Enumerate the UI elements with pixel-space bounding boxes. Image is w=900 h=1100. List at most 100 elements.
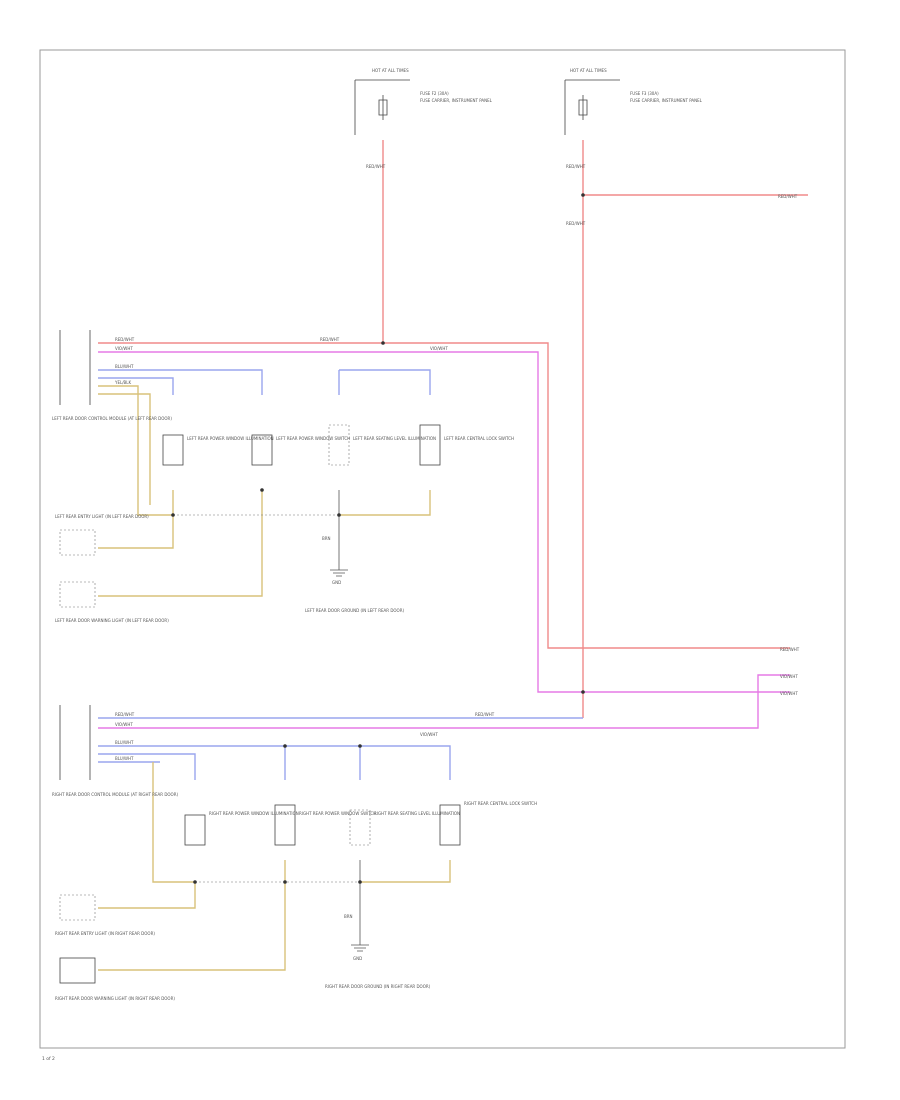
right-bus-blue-code-2: BLU/WHT (115, 756, 134, 761)
splice-dot (283, 744, 287, 748)
left-mid-pink-code: VIO/WHT (430, 346, 448, 351)
ground-right-symbol (351, 944, 369, 952)
wire-yellow-left-e (339, 490, 431, 516)
left-comp-4-box (419, 424, 441, 466)
right-ground-label: GND (353, 956, 362, 961)
left-comp-2: LEFT REAR POWER WINDOW SWITCH (276, 436, 350, 441)
fuse-left: HOT AT ALL TIMES FUSE F2 (30A) FUSE CARR… (354, 68, 493, 169)
left-entry-light: LEFT REAR ENTRY LIGHT (IN LEFT REAR DOOR… (55, 514, 149, 519)
fuse-right-wire-2: RED/WHT (566, 221, 586, 226)
right-ground-note: RIGHT REAR DOOR GROUND (IN RIGHT REAR DO… (325, 984, 431, 989)
wire-blue-left-1 (98, 369, 263, 395)
right-comp-4-box (439, 804, 461, 846)
right-bus-pink-code: VIO/WHT (115, 722, 133, 727)
left-components: LEFT REAR POWER WINDOW ILLUMINATION LEFT… (162, 424, 514, 585)
fuse-left-sub: FUSE CARRIER, INSTRUMENT PANEL (420, 98, 493, 103)
wire-pink-right (98, 674, 790, 729)
wire-yellow-right-c (98, 882, 196, 909)
left-comp-3-box (328, 424, 350, 466)
splice-dot (581, 690, 585, 694)
wire-blue-left-3 (339, 369, 431, 395)
right-comp-2: RIGHT REAR POWER WINDOW SWITCH (299, 811, 376, 816)
right-comp-4: RIGHT REAR CENTRAL LOCK SWITCH (464, 801, 537, 806)
fuse-right-name: FUSE F3 (30A) (630, 91, 659, 96)
wire-red-left-bus (98, 342, 790, 649)
right-bus-red-code: RED/WHT (115, 712, 135, 717)
splice-dot (260, 488, 264, 492)
left-ground-wire: BRN (322, 536, 331, 541)
right-comp-3: RIGHT REAR SEATING LEVEL ILLUMINATION (374, 811, 460, 816)
left-comp-4: LEFT REAR CENTRAL LOCK SWITCH (444, 436, 514, 441)
right-mid-pink-code: VIO/WHT (420, 732, 438, 737)
fuse-left-header: HOT AT ALL TIMES (372, 68, 409, 73)
right-comp-2-box (274, 804, 296, 846)
right-mid-red-code: RED/WHT (475, 712, 495, 717)
right-side-components: RIGHT REAR ENTRY LIGHT (IN RIGHT REAR DO… (55, 894, 431, 1001)
right-comp-1-box (184, 814, 206, 846)
right-module-name: RIGHT REAR DOOR CONTROL MODULE (AT RIGHT… (52, 792, 178, 797)
left-module-connector (59, 330, 91, 405)
splice-dot (381, 341, 385, 345)
left-bus-red-code: RED/WHT (115, 337, 135, 342)
right-ref-3: VIO/WHT (780, 691, 798, 696)
fuse-right-element (578, 95, 588, 120)
wire-yellow-left-d (98, 490, 263, 597)
right-ref-1: RED/WHT (780, 647, 800, 652)
left-bus-pink-code: VIO/WHT (115, 346, 133, 351)
wire-blue-right-1 (98, 745, 451, 780)
right-entry-light: RIGHT REAR ENTRY LIGHT (IN RIGHT REAR DO… (55, 931, 155, 936)
right-bus-blue-code: BLU/WHT (115, 740, 134, 745)
right-entry-light-box (59, 894, 96, 921)
wire-yellow-left-a (98, 385, 173, 516)
wire-yellow-left-c (98, 490, 174, 549)
fuse-left-element (378, 95, 388, 120)
right-module: RIGHT REAR DOOR CONTROL MODULE (AT RIGHT… (52, 705, 495, 797)
wire-yellow-right-d (98, 860, 286, 971)
fuse-left-wire: RED/WHT (366, 164, 386, 169)
fuse-left-name: FUSE F2 (30A) (420, 91, 449, 96)
left-warning-light-box (59, 581, 96, 608)
splice-dot (581, 193, 585, 197)
splice-dot (358, 744, 362, 748)
wire-layer (98, 140, 808, 971)
left-mid-red-code: RED/WHT (320, 337, 340, 342)
top-right-ref: RED/WHT (778, 194, 798, 199)
fuse-right-wire: RED/WHT (566, 164, 586, 169)
right-comp-1: RIGHT REAR POWER WINDOW ILLUMINATION (209, 811, 299, 816)
diagram-frame (39, 49, 846, 1049)
splice-dot (283, 880, 287, 884)
right-ref-2: VIO/WHT (780, 674, 798, 679)
fuse-right-sub: FUSE CARRIER, INSTRUMENT PANEL (630, 98, 703, 103)
left-bus-yellow-code: YEL/BLK (114, 380, 132, 385)
ground-layer (173, 490, 369, 952)
wire-yellow-left-b (98, 393, 151, 505)
left-comp-2-box (251, 434, 273, 466)
wire-yellow-right-a (152, 762, 195, 883)
right-components: RIGHT REAR POWER WINDOW ILLUMINATION RIG… (184, 801, 537, 961)
splice-dot (337, 513, 341, 517)
fuse-right-header: HOT AT ALL TIMES (570, 68, 607, 73)
left-comp-1: LEFT REAR POWER WINDOW ILLUMINATION (187, 436, 274, 441)
wire-pink-left (98, 351, 790, 693)
splice-dot (171, 513, 175, 517)
right-ground-wire: BRN (344, 914, 353, 919)
wire-yellow-right-b (360, 860, 451, 883)
left-module-name: LEFT REAR DOOR CONTROL MODULE (AT LEFT R… (52, 416, 172, 421)
left-ground-label: GND (332, 580, 341, 585)
right-comp-3-box (349, 809, 371, 846)
wire-blue-right-2 (98, 753, 196, 780)
wire-blue-left-2 (98, 377, 174, 395)
left-entry-light-box (59, 529, 96, 556)
fuse-left-bracket (354, 79, 410, 135)
splice-dot (193, 880, 197, 884)
fuse-right-bracket (564, 79, 620, 135)
left-warning-light: LEFT REAR DOOR WARNING LIGHT (IN LEFT RE… (55, 618, 169, 623)
left-side-components: LEFT REAR ENTRY LIGHT (IN LEFT REAR DOOR… (55, 514, 404, 623)
right-warning-light-box (59, 957, 96, 984)
right-edge-refs: RED/WHT VIO/WHT VIO/WHT (780, 647, 800, 696)
left-comp-1-box (162, 434, 184, 466)
ground-left-symbol (330, 569, 348, 577)
fuse-right: HOT AT ALL TIMES FUSE F3 (30A) FUSE CARR… (564, 68, 703, 226)
left-module: LEFT REAR DOOR CONTROL MODULE (AT LEFT R… (52, 330, 448, 421)
